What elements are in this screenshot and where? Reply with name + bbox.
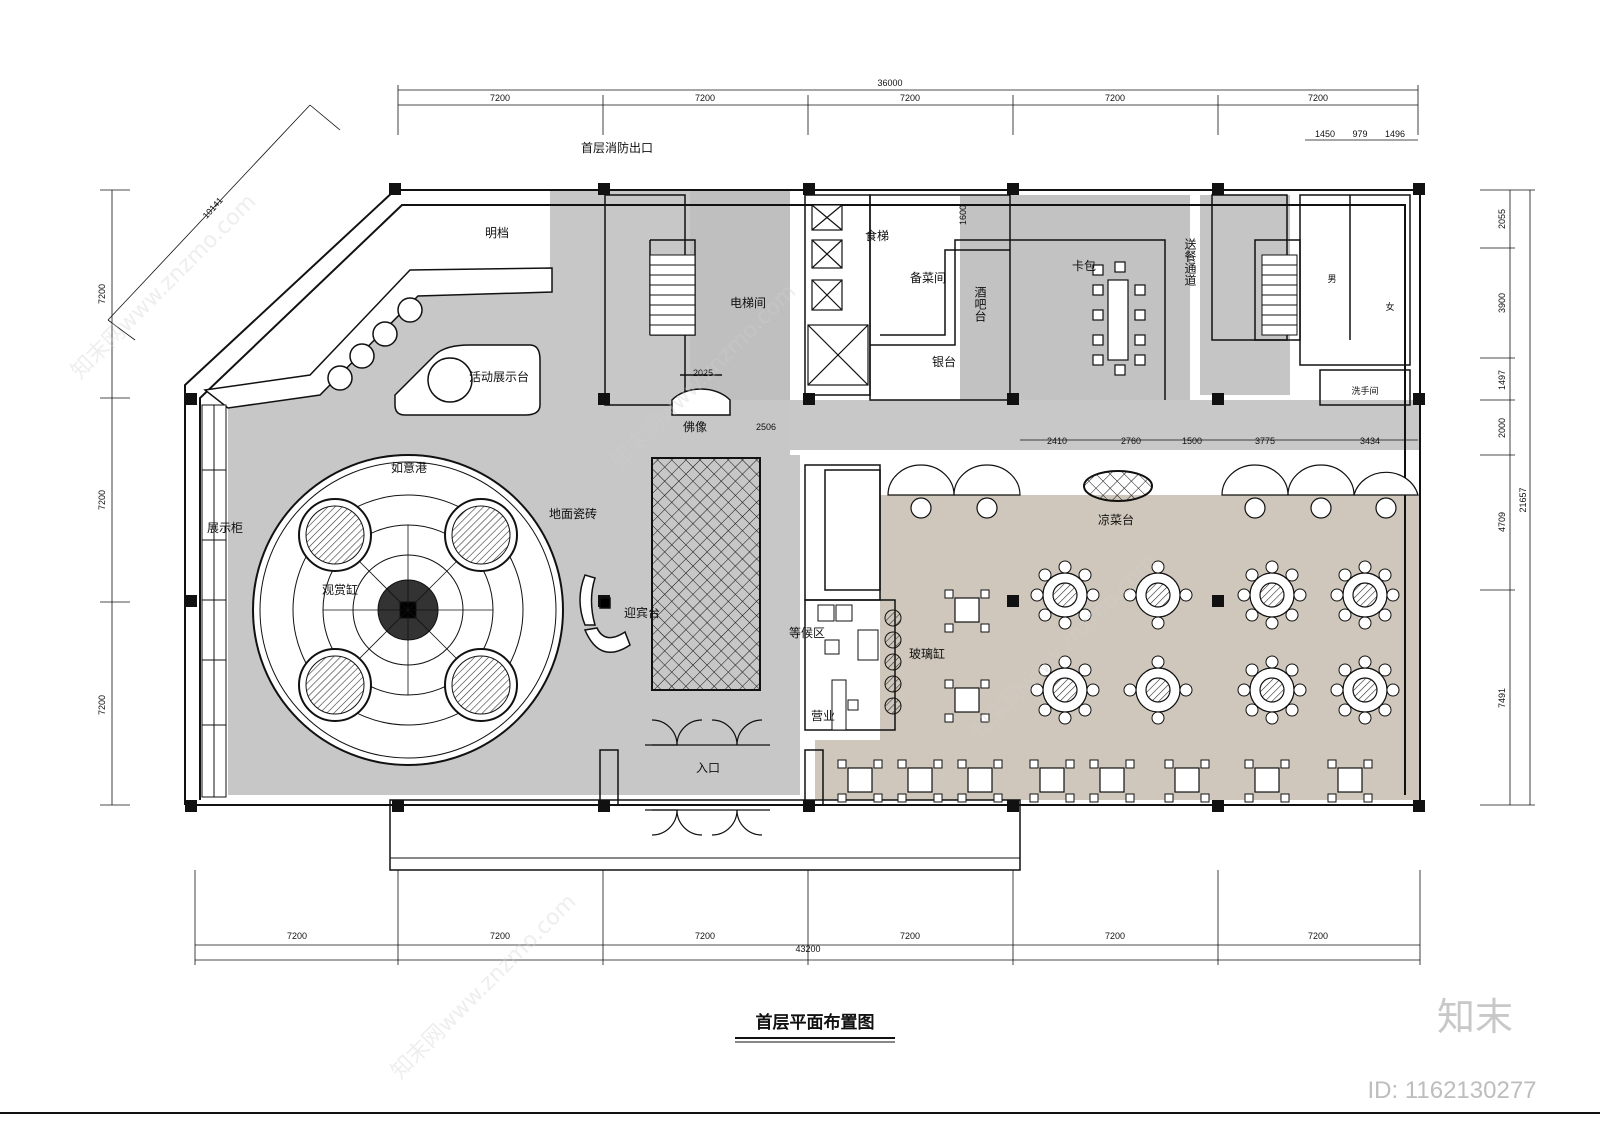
display-cabinet — [201, 404, 227, 798]
dim-total-bottom: 43200 — [795, 944, 820, 954]
dim-top-4: 7200 — [1105, 93, 1125, 103]
label-booth: 卡包 — [1072, 259, 1096, 273]
display-wall — [203, 267, 553, 409]
dining-floor — [880, 495, 1420, 800]
dim-right-4: 2000 — [1497, 418, 1507, 438]
label-elevator-hall: 电梯间 — [730, 296, 766, 310]
label-statue: 佛像 — [683, 420, 707, 434]
label-fish-tank: 观赏缸 — [322, 582, 358, 597]
dim-2025: 2025 — [693, 368, 713, 378]
label-food-lift: 食梯 — [865, 228, 889, 243]
dim-1600: 1600 — [958, 205, 968, 225]
table-8 — [1342, 667, 1388, 713]
dim-top-2: 7200 — [695, 93, 715, 103]
dim-mid-1: 2410 — [1047, 436, 1067, 446]
dim-mid-5: 3434 — [1360, 436, 1380, 446]
entrance-doors — [645, 719, 770, 836]
dim-top-5: 7200 — [1308, 93, 1328, 103]
brand-logo: 知末 — [1437, 995, 1513, 1039]
dim-total-top: 36000 — [877, 78, 902, 88]
booth-semicircles — [887, 464, 1419, 519]
dimension-lines — [100, 85, 1535, 965]
glass-tanks — [884, 609, 902, 715]
label-ruyi-harbor: 如意港 — [391, 460, 427, 475]
round-table-chairs — [1030, 560, 1400, 725]
square-table-chairs — [837, 589, 1373, 803]
label-entrance: 入口 — [696, 761, 720, 775]
dim-bottom-4: 7200 — [900, 931, 920, 941]
dim-right-2: 3900 — [1497, 293, 1507, 313]
statue — [671, 374, 731, 416]
label-bar: 酒吧台 — [973, 286, 987, 322]
label-prep-room: 备菜间 — [910, 271, 946, 285]
dim-2506: 2506 — [756, 422, 776, 432]
dim-right-6: 7491 — [1497, 688, 1507, 708]
waiting-area-furniture — [817, 604, 879, 731]
watermark-1: 知末网www.znzmo.com — [67, 189, 262, 384]
dim-left-2: 7200 — [97, 490, 107, 510]
label-waiting-area: 等候区 — [789, 626, 825, 640]
dim-bottom-5: 7200 — [1105, 931, 1125, 941]
dim-mid-3: 1500 — [1182, 436, 1202, 446]
dim-bottom-3: 7200 — [695, 931, 715, 941]
plan-title: 首层平面布置图 — [756, 1012, 875, 1033]
label-open-stall: 明档 — [485, 226, 509, 240]
label-glass-tank: 玻璃缸 — [909, 646, 945, 661]
reception-desk — [579, 574, 631, 653]
dim-wc-3: 1496 — [1385, 129, 1405, 139]
label-reception: 迎宾台 — [624, 605, 660, 620]
table-1 — [1042, 572, 1088, 618]
cold-dish-counter — [1083, 470, 1153, 502]
dim-mid-2: 2760 — [1121, 436, 1141, 446]
dim-mid-4: 3775 — [1255, 436, 1275, 446]
label-floor-tile: 地面瓷砖 — [549, 506, 597, 521]
watermark-4: 知末网www.znzmo.com — [387, 889, 582, 1084]
table-6 — [1135, 667, 1181, 713]
label-fire-exit: 首层消防出口 — [581, 140, 653, 155]
dim-right-1: 2055 — [1497, 209, 1507, 229]
dim-right-total: 21657 — [1518, 487, 1528, 512]
label-washroom: 洗手间 — [1351, 385, 1378, 397]
table-3 — [1249, 572, 1295, 618]
dim-left-3: 7200 — [97, 695, 107, 715]
table-7 — [1249, 667, 1295, 713]
label-cashier: 银台 — [932, 354, 956, 369]
label-business: 营业 — [811, 709, 835, 723]
stairs — [649, 254, 1298, 336]
dim-wc-1: 1450 — [1315, 129, 1335, 139]
table-4 — [1342, 572, 1388, 618]
label-male: 男 — [1327, 274, 1336, 285]
dim-wc-2: 979 — [1352, 129, 1367, 139]
dim-right-5: 4709 — [1497, 512, 1507, 532]
image-id-label: ID: 1162130277 — [1367, 1077, 1536, 1104]
label-delivery-passage: 送餐通道 — [1183, 237, 1197, 286]
central-rug — [651, 457, 761, 691]
booth-table — [1092, 261, 1146, 376]
fish-tank-feature — [252, 454, 564, 766]
label-cold-dish: 凉菜台 — [1098, 512, 1134, 527]
square-tables — [847, 597, 1363, 793]
dim-bottom-6: 7200 — [1308, 931, 1328, 941]
dim-top-1: 7200 — [490, 93, 510, 103]
elevators — [807, 204, 869, 386]
activity-stage — [394, 344, 541, 416]
label-activity-stage: 活动展示台 — [469, 369, 529, 384]
label-display-cabinet: 展示柜 — [207, 521, 243, 535]
dim-top-3: 7200 — [900, 93, 920, 103]
dim-bottom-1: 7200 — [287, 931, 307, 941]
dim-left-1: 7200 — [97, 284, 107, 304]
round-tables — [1042, 572, 1388, 713]
dim-bottom-2: 7200 — [490, 931, 510, 941]
dim-right-3: 1497 — [1497, 370, 1507, 390]
label-female: 女 — [1385, 301, 1394, 313]
